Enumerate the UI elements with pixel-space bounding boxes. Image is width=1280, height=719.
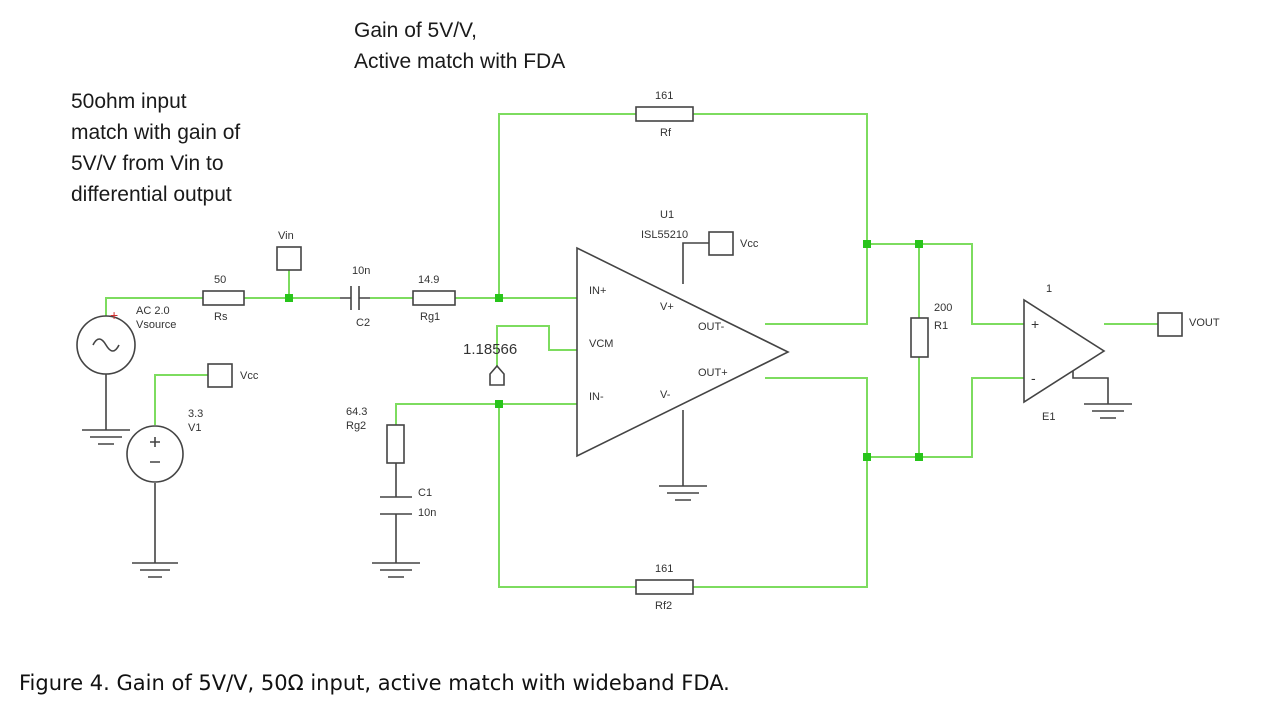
v1-value-label: 3.3 bbox=[188, 408, 203, 420]
rg1-resistor bbox=[412, 290, 456, 306]
c2-capacitor bbox=[340, 286, 370, 310]
ac-source-symbol: + bbox=[76, 307, 136, 375]
dc-source-v1-symbol bbox=[126, 425, 184, 483]
rg2-name-label: Rg2 bbox=[346, 420, 366, 432]
pin-v-minus-label: V- bbox=[660, 389, 671, 401]
source-name-label: Vsource bbox=[136, 319, 176, 331]
rg1-value-label: 14.9 bbox=[418, 274, 439, 286]
c1-capacitor bbox=[380, 496, 412, 515]
vout-probe bbox=[1157, 312, 1183, 337]
rs-name-label: Rs bbox=[214, 311, 228, 323]
pin-out-minus-label: OUT- bbox=[698, 321, 725, 333]
vin-probe-label: Vin bbox=[278, 230, 294, 242]
r-load-resistor bbox=[910, 317, 929, 358]
ground-icon bbox=[82, 429, 130, 445]
ground-icon bbox=[1084, 403, 1132, 419]
rf-top-name-label: Rf bbox=[660, 127, 672, 139]
junction-node bbox=[915, 240, 923, 248]
vcc-probe-v1 bbox=[207, 363, 233, 388]
pin-v-plus-label: V+ bbox=[660, 301, 674, 313]
junction-node bbox=[495, 294, 503, 302]
junction-nodes bbox=[285, 240, 923, 461]
vin-probe bbox=[276, 246, 302, 271]
rf-bottom-value-label: 161 bbox=[655, 563, 673, 575]
wires bbox=[105, 113, 1158, 588]
rf-bottom-resistor bbox=[635, 579, 694, 595]
title-line-1: Gain of 5V/V, bbox=[354, 19, 477, 42]
r-load-value-label: 200 bbox=[934, 302, 952, 314]
junction-node bbox=[915, 453, 923, 461]
c1-name-label: C1 bbox=[418, 487, 432, 499]
fda-amplifier-symbol bbox=[576, 246, 790, 458]
e1-minus-pin-label: - bbox=[1031, 370, 1036, 386]
pin-in-plus-label: IN+ bbox=[589, 285, 606, 297]
pin-out-plus-label: OUT+ bbox=[698, 367, 728, 379]
rg1-name-label: Rg1 bbox=[420, 311, 440, 323]
junction-node bbox=[863, 453, 871, 461]
rf-bottom-name-label: Rf2 bbox=[655, 600, 672, 612]
rs-value-label: 50 bbox=[214, 274, 226, 286]
vcm-reference-symbol bbox=[489, 364, 505, 386]
ground-icon bbox=[132, 562, 178, 578]
vcc-u1-label: Vcc bbox=[740, 238, 759, 250]
rf-top-value-label: 161 bbox=[655, 90, 673, 102]
ground-icon bbox=[372, 562, 420, 578]
figure-caption: Figure 4. Gain of 5V/V, 50Ω input, activ… bbox=[19, 671, 730, 695]
rg2-resistor bbox=[386, 424, 405, 464]
c1-value-label: 10n bbox=[418, 507, 436, 519]
e1-amplifier-symbol bbox=[1023, 298, 1106, 404]
r-load-name-label: R1 bbox=[934, 320, 948, 332]
rs-resistor bbox=[202, 290, 245, 306]
vcc-v1-label: Vcc bbox=[240, 370, 259, 382]
pin-in-minus-label: IN- bbox=[589, 391, 604, 403]
note-line-1: 50ohm input bbox=[71, 90, 187, 113]
e1-plus-pin-label: + bbox=[1031, 316, 1039, 332]
rg2-value-label: 64.3 bbox=[346, 406, 367, 418]
u1-name-label: U1 bbox=[660, 209, 674, 221]
pin-vcm-label: VCM bbox=[589, 338, 613, 350]
vcc-probe-u1 bbox=[708, 231, 734, 256]
title-line-2: Active match with FDA bbox=[354, 50, 565, 73]
vout-label: VOUT bbox=[1189, 317, 1220, 329]
source-plus-sign: + bbox=[110, 307, 118, 323]
note-line-4: differential output bbox=[71, 183, 232, 206]
v1-name-label: V1 bbox=[188, 422, 201, 434]
source-value-label: AC 2.0 bbox=[136, 305, 170, 317]
note-line-3: 5V/V from Vin to bbox=[71, 152, 224, 175]
u1-part-label: ISL55210 bbox=[641, 229, 688, 241]
ground-icon bbox=[659, 485, 707, 501]
c2-name-label: C2 bbox=[356, 317, 370, 329]
c2-value-label: 10n bbox=[352, 265, 370, 277]
junction-node bbox=[863, 240, 871, 248]
rf-top-resistor bbox=[635, 106, 694, 122]
junction-node bbox=[495, 400, 503, 408]
junction-node bbox=[285, 294, 293, 302]
vcm-value-label: 1.18566 bbox=[463, 341, 517, 358]
e1-name-label: E1 bbox=[1042, 411, 1055, 423]
e1-gain-label: 1 bbox=[1046, 283, 1052, 295]
note-line-2: match with gain of bbox=[71, 121, 240, 144]
